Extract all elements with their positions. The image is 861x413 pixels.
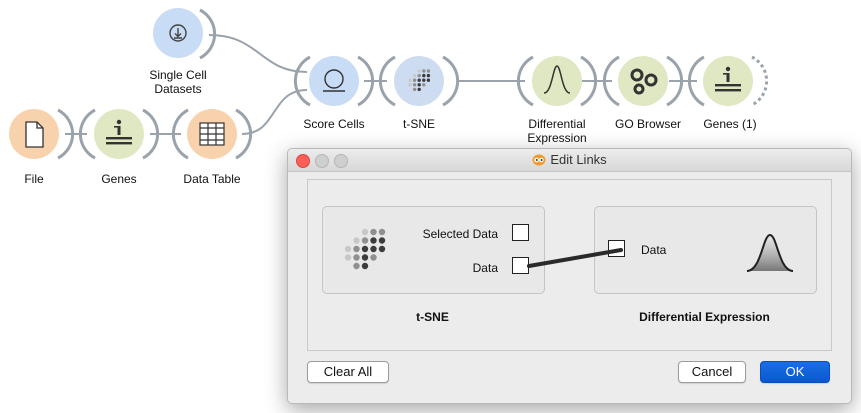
dot [417,69,421,73]
dot [412,83,417,87]
dot [422,78,426,82]
minimize-window-button[interactable] [315,154,329,168]
dot [426,78,431,82]
dot [344,245,352,253]
output-label-data: Data [472,261,498,275]
link-line [527,248,623,268]
label-go-browser: GO Browser [614,117,681,131]
dot [408,78,412,82]
dot [361,254,369,261]
dot [344,254,352,261]
dot [408,83,412,87]
label-genes-1: Genes (1) [703,117,757,131]
widget-genes[interactable] [78,108,160,160]
widget-file[interactable] [9,108,75,160]
widget-differential-expression[interactable] [516,55,598,107]
widget-score-cells[interactable] [293,55,375,107]
bell-curve-icon [746,233,794,272]
dot [378,228,386,236]
label-t-sne: t-SNE [402,117,435,131]
dot [422,73,426,78]
links-editor-area: Selected Data Data Data t- [307,179,832,351]
dot [370,245,377,253]
input-label-data: Data [641,243,667,257]
label-score-cells: Score Cells [303,117,365,131]
dots-icon [408,69,431,92]
dialog-title: Edit Links [288,153,851,169]
bell-curve-icon [543,65,571,94]
cancel-button[interactable]: Cancel [678,361,746,383]
dot [353,237,360,244]
dot [361,228,369,236]
dot [422,83,426,87]
dot [370,254,377,261]
circle-icon [323,69,345,92]
dot [417,87,421,92]
dialog-title-text: Edit Links [550,152,607,167]
label-genes: Genes [101,172,137,186]
dot [422,69,426,73]
dot [361,262,369,270]
file-icon [25,121,44,148]
t-sne-dots-icon [344,228,386,270]
dot [417,83,421,87]
output-label-selected-data: Selected Data [422,227,498,241]
dialog-titlebar: Edit Links [288,149,851,172]
dot [353,245,360,253]
dot [426,69,431,73]
ok-button[interactable]: OK [760,361,830,383]
label-single-cell-datasets: Single Cell Datasets [149,68,207,96]
source-node-box: Selected Data Data [322,206,545,294]
widget-go-browser[interactable] [602,55,684,107]
dot [361,237,369,244]
widget-genes-1[interactable] [687,55,769,107]
orange-logo-icon [532,154,546,169]
dot [353,262,360,270]
info-icon [106,119,132,145]
dot [417,78,421,82]
dot [370,237,377,244]
dot [412,73,417,78]
download-icon [169,24,187,42]
dot [426,73,431,78]
target-node-box: Data [594,206,817,294]
zoom-window-button[interactable] [334,154,348,168]
label-file: File [24,172,44,186]
widget-data-table[interactable] [171,108,253,160]
close-window-button[interactable] [296,154,310,168]
label-data-table: Data Table [183,172,241,186]
link-datasets-to-score-cells [208,34,308,73]
dot [417,73,421,78]
edit-links-dialog: Edit Links Selected Data Data Data [287,148,852,404]
dot [412,78,417,82]
table-icon [199,122,225,146]
dot [361,245,369,253]
output-anchor-selected-data[interactable] [512,224,529,241]
dot [378,245,386,253]
dot [353,254,360,261]
widget-t-sne[interactable] [378,55,460,107]
dot [378,237,386,244]
clear-all-button[interactable]: Clear All [307,361,389,383]
source-node-title: t-SNE [416,310,449,324]
label-differential-expression: Differential Expression [527,117,587,145]
info-icon [715,66,741,92]
target-node-title: Differential Expression [639,310,770,324]
dot [412,87,417,92]
widget-single-cell-datasets[interactable] [153,0,217,66]
go-icon [630,68,658,95]
dot [370,228,377,236]
